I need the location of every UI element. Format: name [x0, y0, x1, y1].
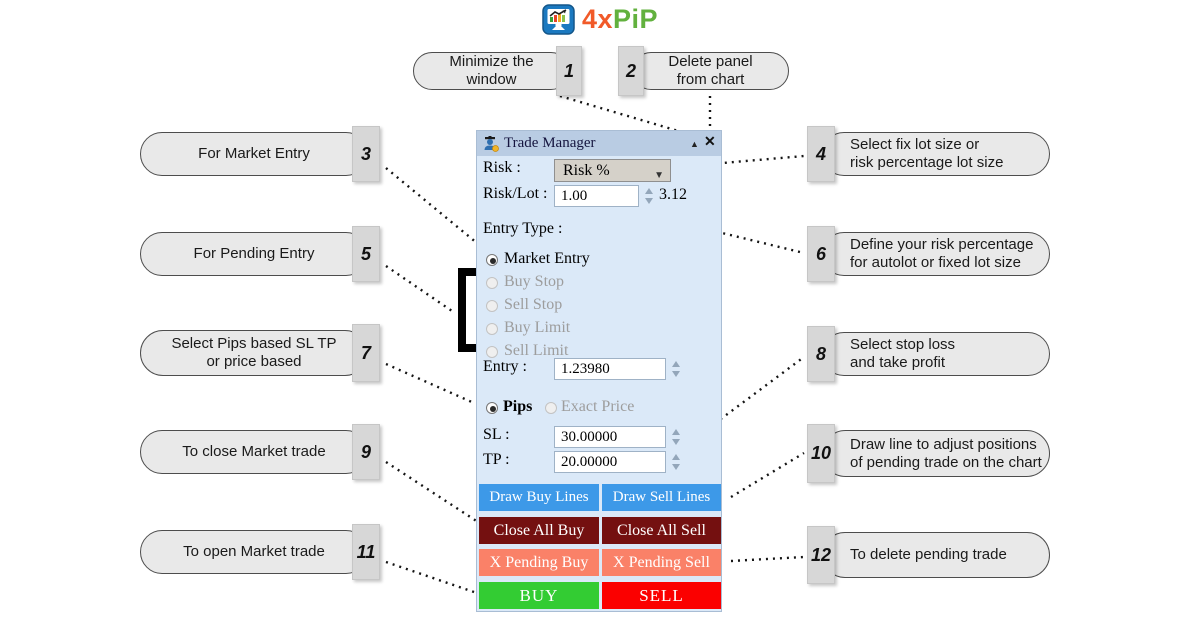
callout-label: Select fix lot size or risk percentage l…	[822, 132, 1050, 176]
mode-label-pips: Pips	[503, 398, 533, 415]
risk-label: Risk :	[483, 159, 521, 176]
callout-number: 4	[807, 126, 835, 182]
callout-number: 10	[807, 424, 835, 483]
callout-minimize: Minimize the window 1	[413, 46, 582, 96]
radio-label: Market Entry	[504, 250, 590, 267]
callout-label: Minimize the window	[413, 52, 570, 90]
entry-type-header: Entry Type :	[477, 220, 721, 243]
risk-lot-stepper[interactable]	[643, 188, 654, 204]
callout-label: For Market Entry	[140, 132, 368, 176]
callout-market-entry: For Market Entry 3	[140, 126, 380, 182]
radio-label: Buy Limit	[504, 319, 571, 336]
callout-number: 7	[352, 324, 380, 382]
sell-button[interactable]: SELL	[602, 582, 721, 609]
radio-icon	[486, 346, 498, 358]
callout-label: To open Market trade	[140, 530, 368, 574]
radio-market-entry[interactable]: Market Entry	[477, 250, 721, 272]
entry-row: Entry :	[477, 358, 721, 381]
sl-tp-mode-row: Pips Exact Price	[477, 398, 721, 420]
risk-lot-label: Risk/Lot :	[483, 185, 548, 202]
callout-open-trade: To open Market trade 11	[140, 524, 380, 580]
sl-input[interactable]	[554, 426, 666, 448]
logo-text: 4xPiP	[582, 4, 658, 35]
panel-title: Trade Manager	[504, 135, 596, 151]
callout-label: Delete panel from chart	[632, 52, 789, 90]
logo-4x: 4x	[581, 4, 613, 34]
risk-lot-row: Risk/Lot : 3.12	[477, 185, 721, 208]
radio-buy-limit[interactable]: Buy Limit	[477, 319, 721, 341]
callout-number: 3	[352, 126, 380, 182]
callout-close-trade: To close Market trade 9	[140, 424, 380, 480]
callout-number: 5	[352, 226, 380, 282]
radio-sell-limit[interactable]: Sell Limit	[477, 342, 721, 364]
callout-label: For Pending Entry	[140, 232, 368, 276]
radio-label: Buy Stop	[504, 273, 565, 290]
tp-stepper[interactable]	[670, 454, 681, 470]
radio-label: Sell Limit	[504, 342, 569, 359]
callout-number: 11	[352, 524, 380, 580]
entry-stepper[interactable]	[670, 361, 681, 377]
callout-lot-size: Select fix lot size or risk percentage l…	[807, 126, 1050, 182]
callout-delete-panel: Delete panel from chart 2	[618, 46, 789, 96]
entry-label: Entry :	[483, 358, 527, 375]
radio-icon	[486, 277, 498, 289]
callout-number: 2	[618, 46, 644, 96]
risk-row: Risk : Risk % ▼	[477, 159, 721, 182]
logo-pip: PiP	[613, 4, 659, 34]
buy-button[interactable]: BUY	[479, 582, 599, 609]
radio-icon	[486, 254, 498, 266]
logo: 4xPiP	[0, 4, 1200, 35]
chevron-down-icon: ▼	[654, 170, 664, 181]
radio-icon	[486, 300, 498, 312]
x-pending-buy-button[interactable]: X Pending Buy	[479, 549, 599, 576]
close-all-sell-button[interactable]: Close All Sell	[602, 517, 721, 544]
x-pending-sell-button[interactable]: X Pending Sell	[602, 549, 721, 576]
callout-label: Define your risk percentage for autolot …	[822, 232, 1050, 276]
expert-advisor-icon	[484, 136, 499, 152]
calculated-lot-value: 3.12	[659, 186, 687, 203]
callout-sl-tp: Select stop loss and take profit 8	[807, 326, 1050, 382]
callout-pending-entry: For Pending Entry 5	[140, 226, 380, 282]
callout-label: To close Market trade	[140, 430, 368, 474]
sl-stepper[interactable]	[670, 429, 681, 445]
entry-type-label: Entry Type :	[483, 220, 563, 237]
callout-number: 8	[807, 326, 835, 382]
radio-sell-stop[interactable]: Sell Stop	[477, 296, 721, 318]
logo-chart-icon	[542, 4, 575, 35]
panel-titlebar[interactable]: Trade Manager ▲ ✕	[477, 131, 721, 156]
callout-label: Select stop loss and take profit	[822, 332, 1050, 376]
entry-price-input[interactable]	[554, 358, 666, 380]
callout-risk-percentage: Define your risk percentage for autolot …	[807, 226, 1050, 282]
callout-label: Select Pips based SL TP or price based	[140, 330, 368, 376]
callout-delete-pending: To delete pending trade 12	[807, 526, 1050, 584]
callout-draw-lines: Draw line to adjust positions of pending…	[807, 424, 1050, 483]
sl-label: SL :	[483, 426, 510, 443]
radio-icon[interactable]	[486, 402, 498, 414]
callout-number: 12	[807, 526, 835, 584]
risk-lot-input[interactable]	[554, 185, 639, 207]
radio-icon[interactable]	[545, 402, 557, 414]
close-all-buy-button[interactable]: Close All Buy	[479, 517, 599, 544]
draw-buy-lines-button[interactable]: Draw Buy Lines	[479, 484, 599, 511]
tp-input[interactable]	[554, 451, 666, 473]
draw-sell-lines-button[interactable]: Draw Sell Lines	[602, 484, 721, 511]
callout-number: 1	[556, 46, 582, 96]
risk-mode-value: Risk %	[563, 162, 610, 179]
callout-label: Draw line to adjust positions of pending…	[822, 430, 1050, 477]
minimize-icon[interactable]: ▲	[690, 139, 699, 149]
radio-icon	[486, 323, 498, 335]
trade-manager-panel: Trade Manager ▲ ✕ Risk : Risk % ▼ Risk/L…	[476, 130, 722, 612]
callout-number: 6	[807, 226, 835, 282]
close-icon[interactable]: ✕	[704, 135, 716, 150]
mode-label-exact-price: Exact Price	[561, 398, 635, 415]
risk-mode-select[interactable]: Risk % ▼	[554, 159, 671, 182]
callout-label: To delete pending trade	[822, 532, 1050, 578]
radio-label: Sell Stop	[504, 296, 563, 313]
tp-row: TP :	[477, 451, 721, 474]
callout-pips-based: Select Pips based SL TP or price based 7	[140, 324, 380, 382]
sl-row: SL :	[477, 426, 721, 449]
callout-number: 9	[352, 424, 380, 480]
tp-label: TP :	[483, 451, 510, 468]
radio-buy-stop[interactable]: Buy Stop	[477, 273, 721, 295]
